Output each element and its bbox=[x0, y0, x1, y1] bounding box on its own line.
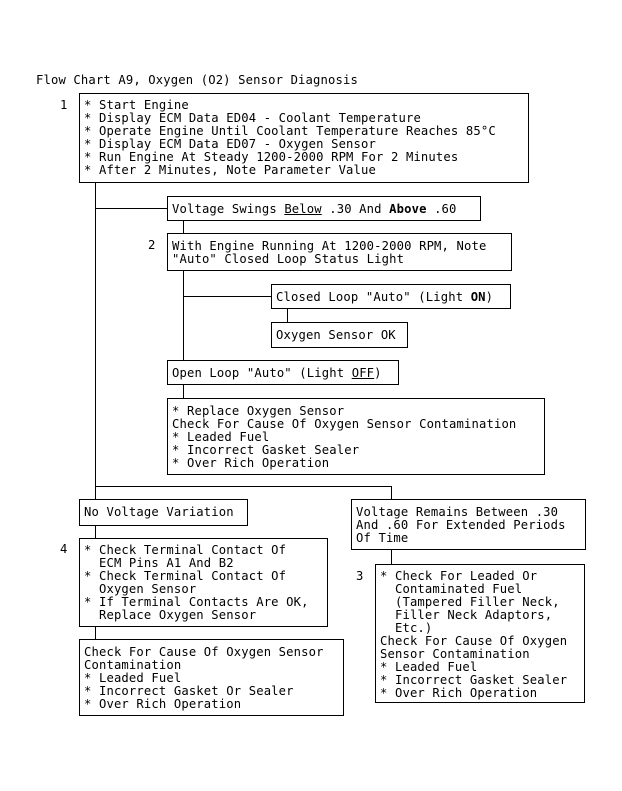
contamination-line: Check For Cause Of Oxygen Sensor bbox=[84, 645, 324, 659]
step-2-line: With Engine Running At 1200-2000 RPM, No… bbox=[172, 239, 487, 253]
connector-line bbox=[183, 221, 184, 233]
replace-line: * Leaded Fuel bbox=[172, 430, 270, 444]
on-text: ON bbox=[470, 290, 486, 304]
replace-line: Check For Cause Of Oxygen Sensor Contami… bbox=[172, 417, 517, 431]
step-3-line: Etc.) bbox=[380, 621, 433, 635]
above-text: Above bbox=[389, 202, 427, 216]
sensor-ok-box: Oxygen Sensor OK bbox=[271, 322, 408, 348]
step-4-line: * Check Terminal Contact Of bbox=[84, 569, 287, 583]
connector-line bbox=[183, 385, 184, 398]
step-number-3: 3 bbox=[356, 569, 364, 583]
step-1-line: * Start Engine bbox=[84, 98, 189, 112]
step-3-line: Sensor Contamination bbox=[380, 647, 530, 661]
connector-line bbox=[183, 296, 271, 297]
connector-line bbox=[391, 550, 392, 564]
step-1-line: * After 2 Minutes, Note Parameter Value bbox=[84, 163, 377, 177]
step-4-box: * Check Terminal Contact Of ECM Pins A1 … bbox=[79, 538, 328, 627]
connector-line bbox=[391, 486, 392, 499]
step-1-line: * Run Engine At Steady 1200-2000 RPM For… bbox=[84, 150, 459, 164]
remains-line: Of Time bbox=[356, 531, 409, 545]
connector-line bbox=[95, 208, 167, 209]
step-4-line: ECM Pins A1 And B2 bbox=[84, 556, 234, 570]
remains-line: And .60 For Extended Periods bbox=[356, 518, 566, 532]
step-2-box: With Engine Running At 1200-2000 RPM, No… bbox=[167, 233, 512, 271]
connector-line bbox=[287, 309, 288, 322]
replace-line: * Replace Oxygen Sensor bbox=[172, 404, 345, 418]
step-3-line: * Check For Leaded Or bbox=[380, 569, 538, 583]
replace-line: * Over Rich Operation bbox=[172, 456, 330, 470]
step-4-line: Replace Oxygen Sensor bbox=[84, 608, 257, 622]
step-1-line: * Operate Engine Until Coolant Temperatu… bbox=[84, 124, 496, 138]
no-voltage-variation-text: No Voltage Variation bbox=[84, 505, 234, 519]
step-3-line: Check For Cause Of Oxygen bbox=[380, 634, 568, 648]
connector-line bbox=[95, 627, 96, 639]
closed-loop-text: Closed Loop "Auto" (Light ON) bbox=[276, 290, 494, 304]
step-3-line: * Leaded Fuel bbox=[380, 660, 478, 674]
step-number-4: 4 bbox=[60, 542, 68, 556]
replace-sensor-box: * Replace Oxygen Sensor Check For Cause … bbox=[167, 398, 545, 475]
step-number-1: 1 bbox=[60, 98, 68, 112]
contamination-line: * Over Rich Operation bbox=[84, 697, 242, 711]
voltage-swings-box: Voltage Swings Below .30 And Above .60 bbox=[167, 196, 481, 221]
open-loop-box: Open Loop "Auto" (Light OFF) bbox=[167, 360, 399, 385]
connector-line bbox=[95, 486, 392, 487]
no-voltage-variation-box: No Voltage Variation bbox=[79, 499, 248, 526]
sensor-ok-text: Oxygen Sensor OK bbox=[276, 328, 396, 342]
step-3-box: * Check For Leaded Or Contaminated Fuel … bbox=[375, 564, 585, 703]
step-4-line: * If Terminal Contacts Are OK, bbox=[84, 595, 309, 609]
step-2-line: "Auto" Closed Loop Status Light bbox=[172, 252, 405, 266]
step-3-line: Filler Neck Adaptors, bbox=[380, 608, 553, 622]
connector-line bbox=[95, 183, 96, 499]
contamination-line: * Leaded Fuel bbox=[84, 671, 182, 685]
off-text: OFF bbox=[351, 366, 375, 380]
step-1-line: * Display ECM Data ED07 - Oxygen Sensor bbox=[84, 137, 377, 151]
closed-loop-box: Closed Loop "Auto" (Light ON) bbox=[271, 284, 511, 309]
contamination-box: Check For Cause Of Oxygen Sensor Contami… bbox=[79, 639, 344, 716]
step-3-line: (Tampered Filler Neck, bbox=[380, 595, 560, 609]
step-4-line: * Check Terminal Contact Of bbox=[84, 543, 287, 557]
step-3-line: Contaminated Fuel bbox=[380, 582, 523, 596]
remains-line: Voltage Remains Between .30 bbox=[356, 505, 559, 519]
voltage-remains-box: Voltage Remains Between .30 And .60 For … bbox=[351, 499, 586, 550]
voltage-swings-text: Voltage Swings Below .30 And Above .60 bbox=[172, 202, 457, 216]
step-1-line: * Display ECM Data ED04 - Coolant Temper… bbox=[84, 111, 421, 125]
step-1-box: * Start Engine * Display ECM Data ED04 -… bbox=[79, 93, 529, 183]
step-3-line: * Over Rich Operation bbox=[380, 686, 538, 700]
below-text: Below bbox=[284, 202, 322, 216]
chart-title: Flow Chart A9, Oxygen (O2) Sensor Diagno… bbox=[36, 73, 358, 87]
contamination-line: * Incorrect Gasket Or Sealer bbox=[84, 684, 294, 698]
step-3-line: * Incorrect Gasket Sealer bbox=[380, 673, 568, 687]
connector-line bbox=[183, 271, 184, 360]
connector-line bbox=[95, 526, 96, 538]
contamination-line: Contamination bbox=[84, 658, 182, 672]
step-number-2: 2 bbox=[148, 238, 156, 252]
open-loop-text: Open Loop "Auto" (Light OFF) bbox=[172, 366, 382, 380]
step-4-line: Oxygen Sensor bbox=[84, 582, 197, 596]
replace-line: * Incorrect Gasket Sealer bbox=[172, 443, 360, 457]
